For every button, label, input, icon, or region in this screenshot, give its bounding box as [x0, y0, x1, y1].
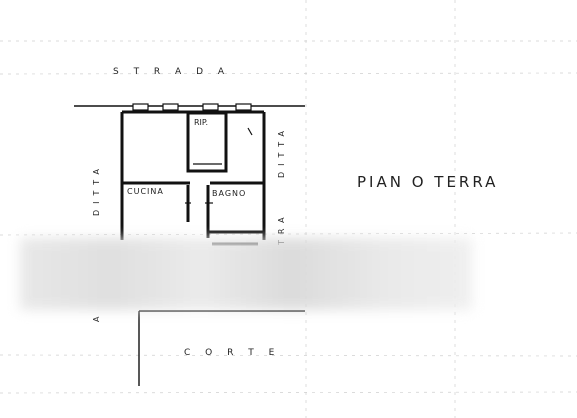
redacted-blur-area — [20, 238, 472, 310]
neighbor-label-left: DITTA — [92, 163, 101, 216]
street-label: S T R A D A — [113, 67, 230, 77]
courtyard-label: C O R T E — [184, 348, 280, 358]
floor-title: PIAN O TERRA — [357, 173, 498, 191]
room-label-storage: RIP. — [194, 118, 208, 127]
neighbor-label-right-bottom: TRA — [277, 211, 286, 246]
neighbor-label-left-fragment: A — [92, 316, 101, 322]
walls — [120, 110, 266, 246]
courtyard-boundary — [138, 310, 305, 386]
room-label-kitchen: CUCINA — [127, 187, 164, 196]
door-marks — [185, 127, 253, 204]
room-label-bathroom: BAGNO — [212, 189, 246, 198]
neighbor-label-right-top: DITTA — [277, 125, 286, 178]
facade-windows — [132, 103, 252, 111]
